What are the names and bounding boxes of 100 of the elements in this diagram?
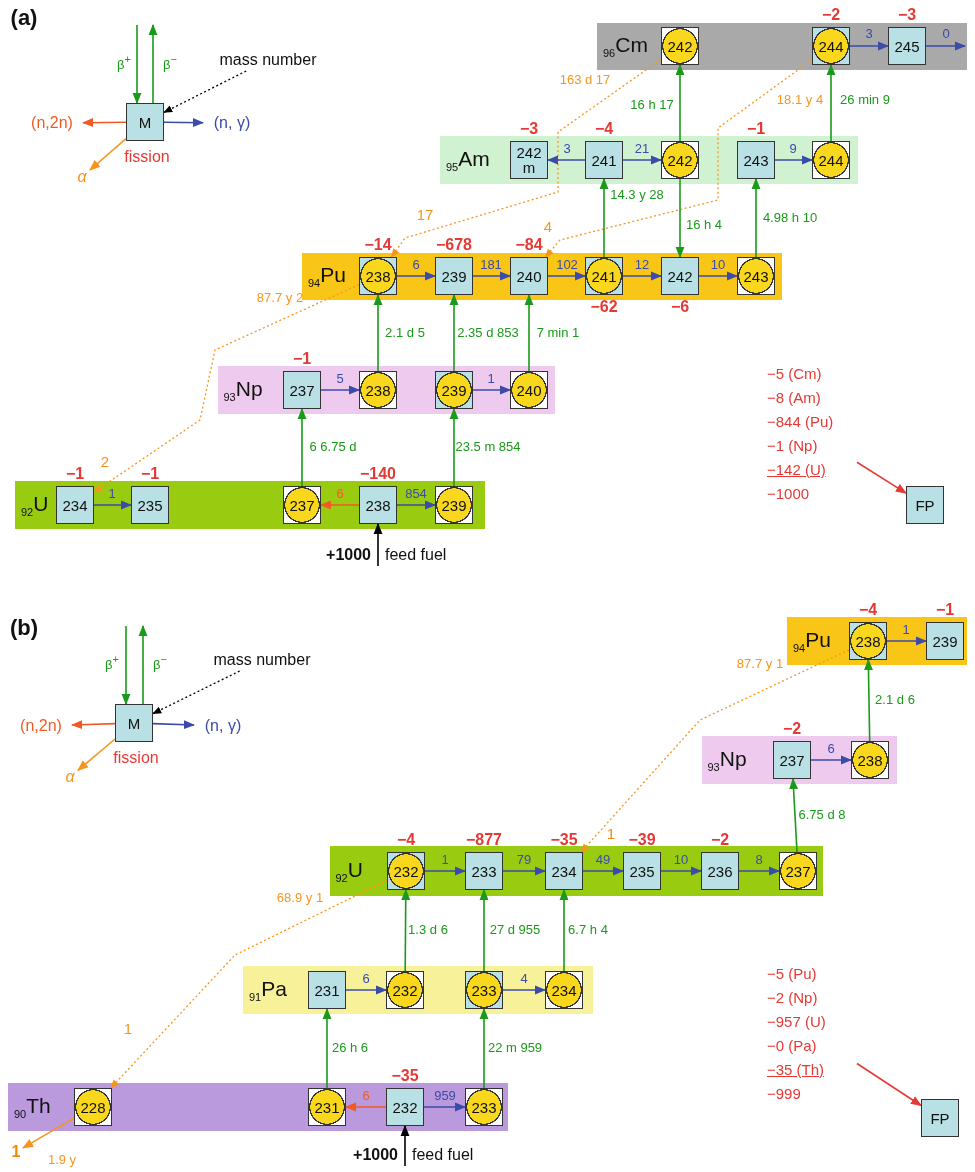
arrow: [449, 293, 459, 372]
arrow: [373, 293, 383, 372]
arrow: [660, 866, 703, 876]
nuclide-box: 242: [661, 257, 699, 295]
edge-label: 87.7 y 2: [256, 291, 304, 305]
element-symbol: $_{92}$U: [335, 857, 363, 885]
branch-count: 1: [123, 1019, 133, 1037]
element-symbol: $_{94}$Pu: [308, 262, 346, 290]
arrow: [163, 118, 205, 128]
nuclide-box: 234: [545, 852, 583, 890]
element-symbol: $_{90}$Th: [14, 1093, 51, 1121]
arrow: [93, 500, 133, 510]
arrow: [675, 63, 685, 142]
nuclide-box: 234: [56, 486, 94, 524]
arrow: [424, 866, 467, 876]
count-label: −14: [364, 236, 392, 254]
count-label: −3: [897, 6, 917, 24]
count-label: −877: [466, 831, 502, 849]
edge-label: β$^{−}$: [153, 652, 167, 672]
arrow: [559, 888, 569, 972]
arrow: [423, 1102, 467, 1112]
dotted-arrow: [390, 58, 662, 258]
balance-value: −5 (Pu): [767, 964, 818, 984]
radioactive-nuclide: 238: [359, 257, 397, 295]
arrow: [132, 24, 142, 105]
edge-label: 6: [362, 1089, 370, 1103]
reaction-label: (n, γ): [194, 715, 252, 737]
nuclide-box: FP: [906, 486, 944, 524]
nuclide-box: FP: [921, 1099, 959, 1137]
count-label: −6: [670, 298, 690, 316]
edge-label: 79: [516, 853, 532, 867]
arrow: [622, 271, 663, 281]
arrow: [373, 522, 383, 567]
nuclide-box: 240: [510, 257, 548, 295]
arrow: [856, 461, 907, 494]
arrow: [599, 177, 609, 258]
nuclide-box: 237: [283, 371, 321, 409]
count-label: −4: [396, 831, 416, 849]
reaction-label: (n,2n): [10, 715, 72, 737]
radioactive-nuclide: 244: [812, 141, 850, 179]
count-label: −35: [550, 831, 578, 849]
count-label: −2: [710, 831, 730, 849]
edge-label: 1: [487, 372, 495, 386]
arrow: [546, 155, 586, 165]
arrow: [774, 155, 814, 165]
count-label: −62: [590, 298, 618, 316]
reaction-label: (n, γ): [203, 112, 261, 134]
edge-label: 1: [902, 623, 910, 637]
arrow: [81, 118, 127, 128]
arrow: [396, 271, 437, 281]
arrow: [925, 41, 967, 51]
count-label: −84: [515, 236, 543, 254]
edge-label: 4: [520, 972, 528, 986]
legend-box: M: [126, 103, 164, 141]
radioactive-nuclide: 240: [510, 371, 548, 409]
edge-label: 68.9 y 1: [276, 891, 324, 905]
arrow: [345, 985, 388, 995]
arrow: [472, 271, 512, 281]
dotted-arrow: [93, 283, 360, 493]
nuclide-box: 243: [737, 141, 775, 179]
reaction-label: α: [62, 766, 78, 788]
edge-label: β$^{−}$: [163, 52, 177, 72]
nuclide-box: 237: [773, 741, 811, 779]
arrow: [826, 63, 836, 142]
arrow: [502, 985, 547, 995]
edge-label: 6 6.75 d: [309, 440, 357, 454]
edge-label: 16 h 17: [630, 98, 674, 112]
edge-label: 4.98 h 10: [762, 211, 818, 225]
edge-label: 959: [434, 1089, 456, 1103]
arrow: [396, 500, 437, 510]
edge-label: 1.3 d 6: [408, 923, 448, 937]
radioactive-nuclide: 237: [283, 486, 321, 524]
count-label: −3: [519, 120, 539, 138]
nuclide-box: 233: [465, 852, 503, 890]
dotted-arrow: [580, 649, 850, 853]
dotted-arrow: [544, 59, 813, 258]
arrow: [472, 385, 512, 395]
feed-label: feed fuel: [385, 546, 447, 564]
arrow: [675, 178, 685, 259]
edge-label: 5: [336, 372, 344, 386]
edge-label: 1: [441, 853, 449, 867]
reaction-label: (n,2n): [21, 112, 83, 134]
feed-amount: +1000: [326, 546, 371, 564]
nuclide-box: 238: [359, 486, 397, 524]
arrow: [449, 407, 459, 487]
arrow: [400, 1124, 410, 1167]
count-label: −39: [628, 831, 656, 849]
legend-box: M: [115, 704, 153, 742]
branch-count: 4: [543, 217, 553, 235]
balance-value: −35 (Th): [767, 1060, 826, 1080]
arrow: [320, 385, 361, 395]
arrow: [789, 777, 798, 853]
arrow: [698, 271, 739, 281]
radioactive-nuclide: 241: [585, 257, 623, 295]
radioactive-nuclide: 237: [779, 852, 817, 890]
arrow: [524, 293, 534, 372]
arrow: [319, 500, 360, 510]
edge-label: 6: [412, 258, 420, 272]
radioactive-nuclide: 233: [465, 971, 503, 1009]
balance-value: −1 (Np): [767, 436, 819, 456]
